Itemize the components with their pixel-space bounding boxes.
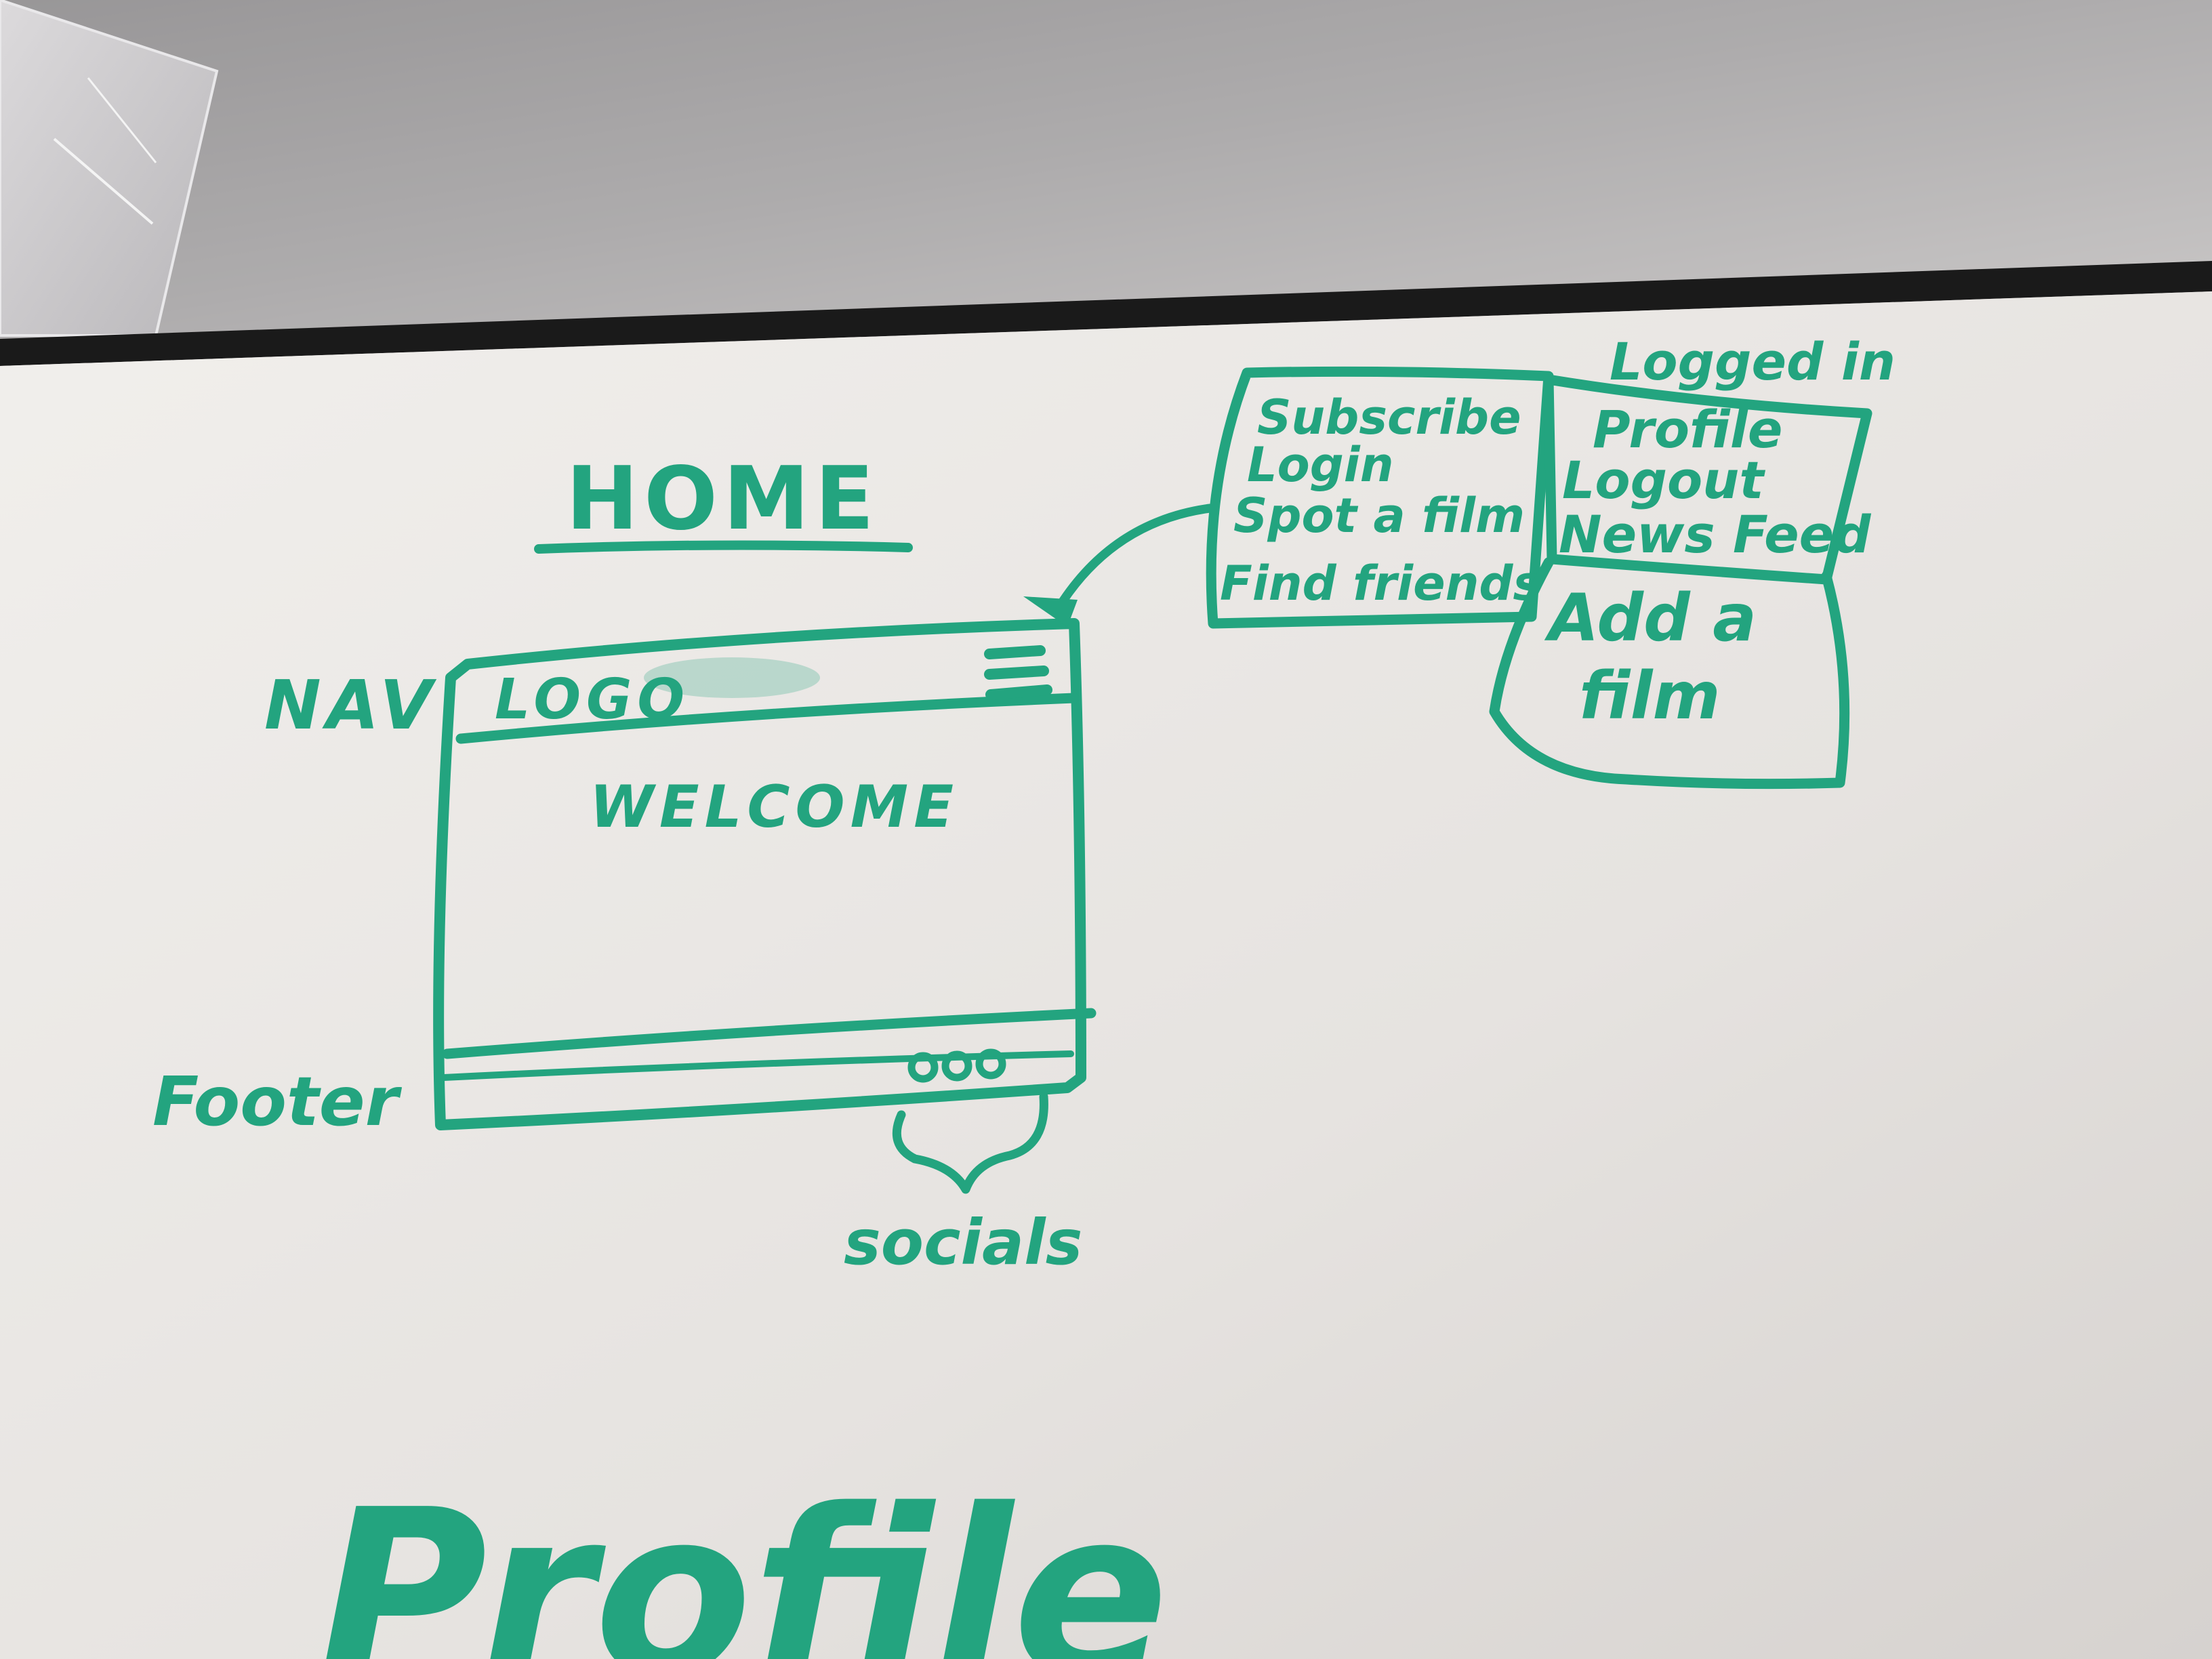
menu-list-box: Subscribe Login Spot a film Find friends [1206,366,1554,629]
menu-box-outline [1206,366,1554,629]
socials-pointer [892,1092,1048,1194]
wireframe-outline [433,618,1086,1130]
logged-in-item-profile: Profile [1593,399,1782,459]
welcome-text: WELCOME [590,773,959,841]
footer-divider-top [442,1008,1097,1059]
hamburger-menu-icon [984,645,1052,700]
home-underline [534,540,913,554]
add-film-outline [1489,557,1850,790]
upper-board [0,0,2212,346]
nav-divider [455,693,1080,744]
menu-item-find-friends: Find friends [1220,556,1541,611]
card-glare [53,138,154,225]
social-dots-icon [907,1048,1006,1083]
board-frame-edge [0,261,2212,366]
profile-bottom-word: Profile [319,1460,1169,1659]
socials-label: socials [844,1206,1082,1279]
footer-label: Footer [152,1062,403,1141]
logo-text: LOGO [495,668,690,732]
logged-in-box: Logged in Profile Logout News Feed Add a… [1489,331,1896,790]
logged-in-outline [1543,374,1872,585]
marker-smudge [644,657,820,698]
footer-divider [441,1050,1074,1081]
add-film-line1: Add a [1544,580,1757,656]
menu-item-login: Login [1247,437,1394,493]
wireframe-browser: LOGO WELCOME [433,618,1097,1194]
logged-in-item-logout: Logout [1562,450,1765,510]
nav-label: NAV [264,665,438,745]
menu-item-subscribe: Subscribe [1257,390,1521,445]
logged-in-title: Logged in [1610,331,1896,392]
logged-in-item-news-feed: News Feed [1559,504,1872,565]
menu-arrow [1052,504,1214,615]
menu-item-spot-a-film: Spot a film [1233,488,1525,544]
arrow-head [1023,596,1078,627]
home-heading: HOME [566,449,880,550]
add-film-line2: film [1579,658,1721,734]
whiteboard-surface [0,291,2212,1659]
